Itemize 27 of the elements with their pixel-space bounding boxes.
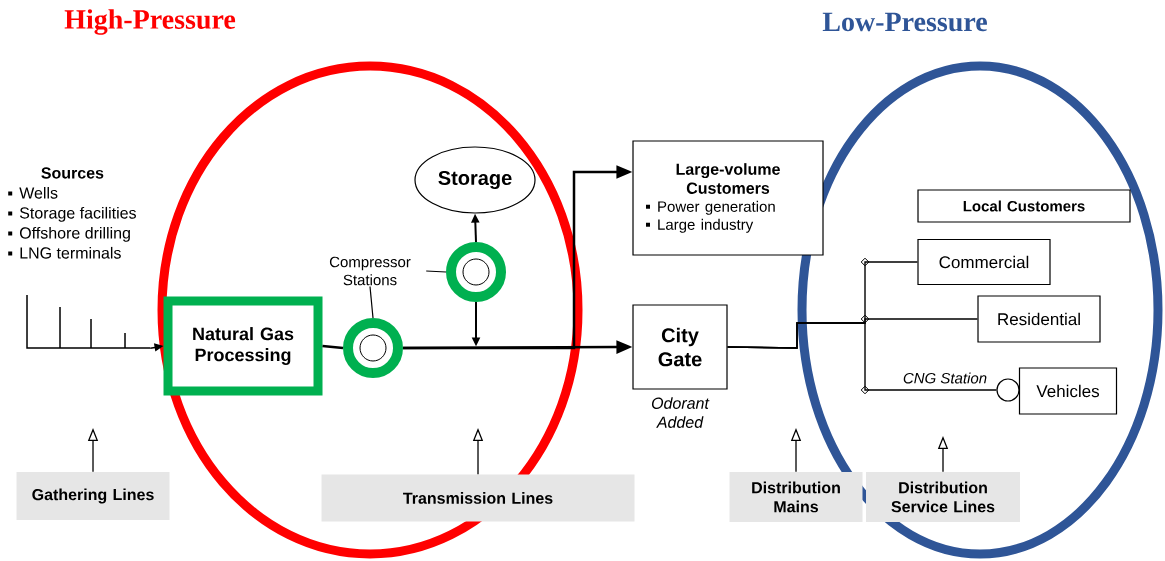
zone-title: High-Pressure [64, 9, 236, 35]
label-band: Transmission Lines [321, 474, 635, 522]
station-label: Compressor Stations [329, 256, 411, 286]
edge-label: CNG Station [901, 371, 989, 385]
label-band: Gathering Lines [16, 472, 170, 520]
compressor-ring [343, 318, 403, 378]
zone-title: Low-Pressure [822, 12, 987, 32]
compressor-ring [446, 242, 506, 302]
bullet-item: LNG terminals [8, 246, 121, 259]
heading-box: Local Customers [917, 189, 1131, 223]
bullet-item: Wells [8, 186, 58, 199]
leader-line [369, 285, 374, 319]
distribution-line [726, 322, 998, 391]
station-circle [996, 378, 1020, 402]
processing-box: Natural Gas Processing [163, 296, 323, 396]
city-gate-box: City Gate [632, 304, 728, 390]
pipeline [322, 344, 344, 350]
list-heading: Sources [41, 167, 104, 179]
bullet-item: Offshore drilling [8, 226, 130, 242]
customer-box: Large-volume Customers Power generation Large industry [632, 140, 824, 256]
gathering-lines-drawing [26, 294, 151, 349]
bullet-item: Storage facilities [8, 206, 136, 222]
customer-box: Commercial [917, 238, 1051, 286]
customer-box: Residential [977, 295, 1101, 343]
annotation-text: Odorant Added [651, 397, 710, 428]
leader-line [425, 270, 447, 273]
label-band: Distribution Mains [729, 472, 863, 522]
